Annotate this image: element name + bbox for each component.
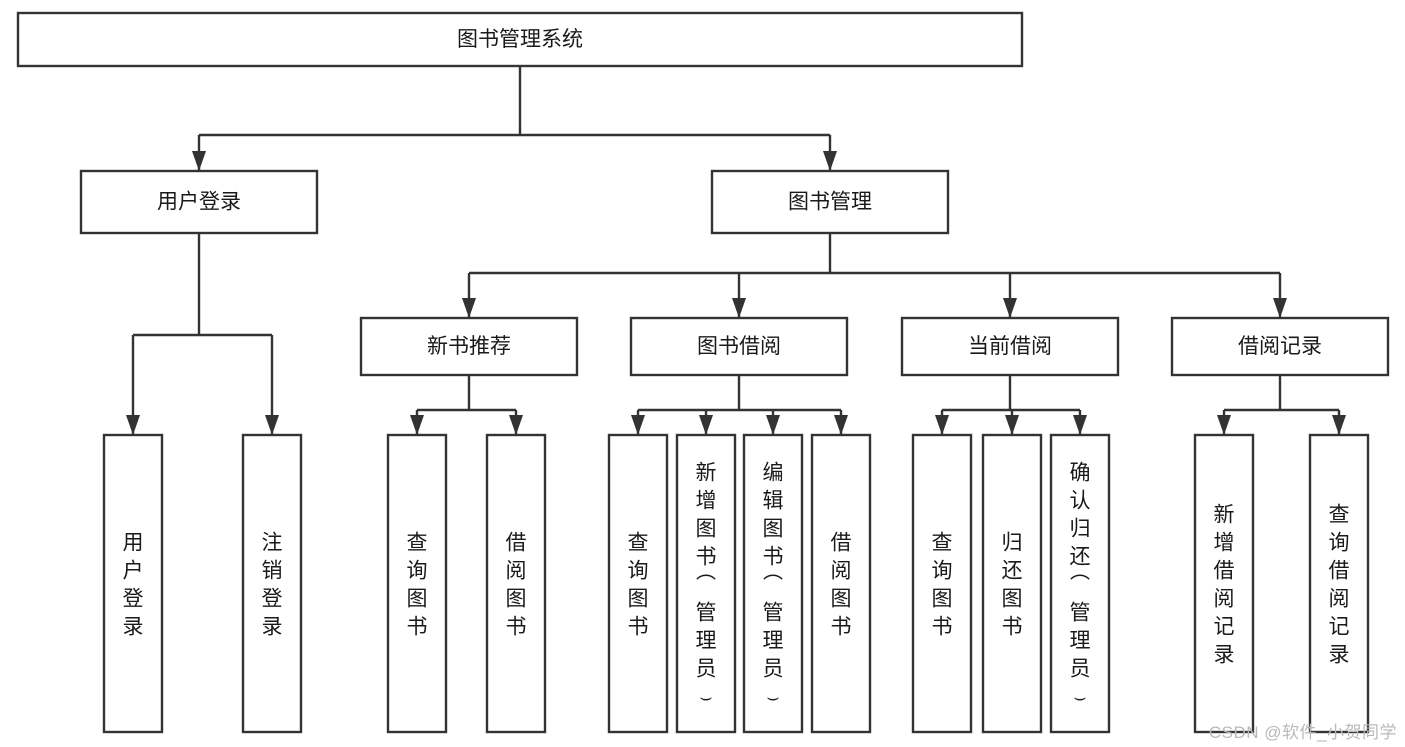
arrow-head-icon xyxy=(1073,415,1087,435)
node-leaf-logout-login[interactable]: 注销登录 xyxy=(241,433,303,734)
arrow-head-icon xyxy=(192,151,206,171)
edges-layer xyxy=(126,66,1346,435)
node-label-leaf-logout-login: 注销登录 xyxy=(262,531,283,638)
node-label-leaf-borrow-book-2: 借阅图书 xyxy=(831,531,852,638)
node-borrow-record[interactable]: 借阅记录 xyxy=(1170,316,1390,377)
node-leaf-borrow-book-1[interactable]: 借阅图书 xyxy=(485,433,547,734)
node-box-leaf-borrow-book-1[interactable] xyxy=(485,433,547,734)
node-box-leaf-borrow-book-2[interactable] xyxy=(810,433,872,734)
node-label-book-manage: 图书管理 xyxy=(788,191,872,214)
node-label-leaf-edit-book-admin: 编辑图书⌒管理员⌣ xyxy=(763,461,784,708)
node-leaf-confirm-return-admin[interactable]: 确认归还⌒管理员⌣ xyxy=(1049,433,1111,734)
node-new-book-recommend[interactable]: 新书推荐 xyxy=(359,316,579,377)
node-label-leaf-add-book-admin: 新增图书⌒管理员⌣ xyxy=(696,461,717,708)
node-box-user-login[interactable] xyxy=(79,169,319,235)
node-leaf-borrow-book-2[interactable]: 借阅图书 xyxy=(810,433,872,734)
node-box-book-manage[interactable] xyxy=(710,169,950,235)
node-label-user-login: 用户登录 xyxy=(157,191,241,214)
node-box-borrow-record[interactable] xyxy=(1170,316,1390,377)
node-leaf-return-book[interactable]: 归还图书 xyxy=(981,433,1043,734)
node-leaf-query-book-1[interactable]: 查询图书 xyxy=(386,433,448,734)
node-box-new-book-recommend[interactable] xyxy=(359,316,579,377)
node-leaf-query-borrow-record[interactable]: 查询借阅记录 xyxy=(1308,433,1370,734)
node-box-leaf-logout-login[interactable] xyxy=(241,433,303,734)
arrow-head-icon xyxy=(732,298,746,318)
node-label-current-borrow: 当前借阅 xyxy=(968,335,1052,358)
node-box-root[interactable] xyxy=(16,11,1024,68)
node-current-borrow[interactable]: 当前借阅 xyxy=(900,316,1120,377)
edge-group-book-borrow xyxy=(631,375,848,435)
node-label-leaf-confirm-return-admin: 确认归还⌒管理员⌣ xyxy=(1070,461,1091,708)
node-label-new-book-recommend: 新书推荐 xyxy=(427,335,511,358)
arrow-head-icon xyxy=(699,415,713,435)
node-label-leaf-user-login: 用户登录 xyxy=(123,531,144,638)
arrow-head-icon xyxy=(1003,298,1017,318)
node-box-leaf-edit-book-admin[interactable] xyxy=(742,433,804,734)
node-book-manage[interactable]: 图书管理 xyxy=(710,169,950,235)
node-label-book-borrow: 图书借阅 xyxy=(697,335,781,358)
arrow-head-icon xyxy=(462,298,476,318)
edge-group-book-manage xyxy=(462,233,1287,318)
node-label-leaf-borrow-book-1: 借阅图书 xyxy=(506,531,527,638)
node-label-leaf-query-book-2: 查询图书 xyxy=(628,531,649,638)
node-book-borrow[interactable]: 图书借阅 xyxy=(629,316,849,377)
node-label-borrow-record: 借阅记录 xyxy=(1238,335,1322,358)
arrow-head-icon xyxy=(1217,415,1231,435)
node-root[interactable]: 图书管理系统 xyxy=(16,11,1024,68)
arrow-head-icon xyxy=(823,151,837,171)
node-box-book-borrow[interactable] xyxy=(629,316,849,377)
node-box-leaf-add-book-admin[interactable] xyxy=(675,433,737,734)
node-box-leaf-confirm-return-admin[interactable] xyxy=(1049,433,1111,734)
edge-group-borrow-record xyxy=(1217,375,1346,435)
csdn-watermark: CSDN @软件_小贺同学 xyxy=(1208,723,1397,742)
arrow-head-icon xyxy=(834,415,848,435)
node-leaf-edit-book-admin[interactable]: 编辑图书⌒管理员⌣ xyxy=(742,433,804,734)
node-leaf-user-login[interactable]: 用户登录 xyxy=(102,433,164,734)
edge-group-user-login xyxy=(126,233,279,435)
arrow-head-icon xyxy=(631,415,645,435)
node-label-leaf-return-book: 归还图书 xyxy=(1002,531,1023,638)
arrow-head-icon xyxy=(1273,298,1287,318)
node-label-leaf-query-book-1: 查询图书 xyxy=(407,531,428,638)
node-box-leaf-query-book-1[interactable] xyxy=(386,433,448,734)
node-box-leaf-query-book-2[interactable] xyxy=(607,433,669,734)
node-leaf-add-borrow-record[interactable]: 新增借阅记录 xyxy=(1193,433,1255,734)
edge-group-root xyxy=(192,66,837,171)
arrow-head-icon xyxy=(126,415,140,435)
node-box-leaf-add-borrow-record[interactable] xyxy=(1193,433,1255,734)
node-leaf-query-book-3[interactable]: 查询图书 xyxy=(911,433,973,734)
node-leaf-add-book-admin[interactable]: 新增图书⌒管理员⌣ xyxy=(675,433,737,734)
node-box-leaf-query-book-3[interactable] xyxy=(911,433,973,734)
nodes-layer: 图书管理系统用户登录图书管理新书推荐图书借阅当前借阅借阅记录用户登录注销登录查询… xyxy=(16,11,1390,734)
node-box-leaf-user-login[interactable] xyxy=(102,433,164,734)
arrow-head-icon xyxy=(766,415,780,435)
node-label-leaf-add-borrow-record: 新增借阅记录 xyxy=(1214,503,1235,666)
arrow-head-icon xyxy=(1332,415,1346,435)
node-box-leaf-query-borrow-record[interactable] xyxy=(1308,433,1370,734)
node-label-leaf-query-borrow-record: 查询借阅记录 xyxy=(1329,503,1350,666)
arrow-head-icon xyxy=(410,415,424,435)
arrow-head-icon xyxy=(1005,415,1019,435)
edge-group-new-book-recommend xyxy=(410,375,523,435)
arrow-head-icon xyxy=(935,415,949,435)
arrow-head-icon xyxy=(509,415,523,435)
node-user-login[interactable]: 用户登录 xyxy=(79,169,319,235)
node-label-leaf-query-book-3: 查询图书 xyxy=(932,531,953,638)
arrow-head-icon xyxy=(265,415,279,435)
edge-group-current-borrow xyxy=(935,375,1087,435)
node-label-root: 图书管理系统 xyxy=(457,28,583,51)
node-box-leaf-return-book[interactable] xyxy=(981,433,1043,734)
node-leaf-query-book-2[interactable]: 查询图书 xyxy=(607,433,669,734)
node-box-current-borrow[interactable] xyxy=(900,316,1120,377)
